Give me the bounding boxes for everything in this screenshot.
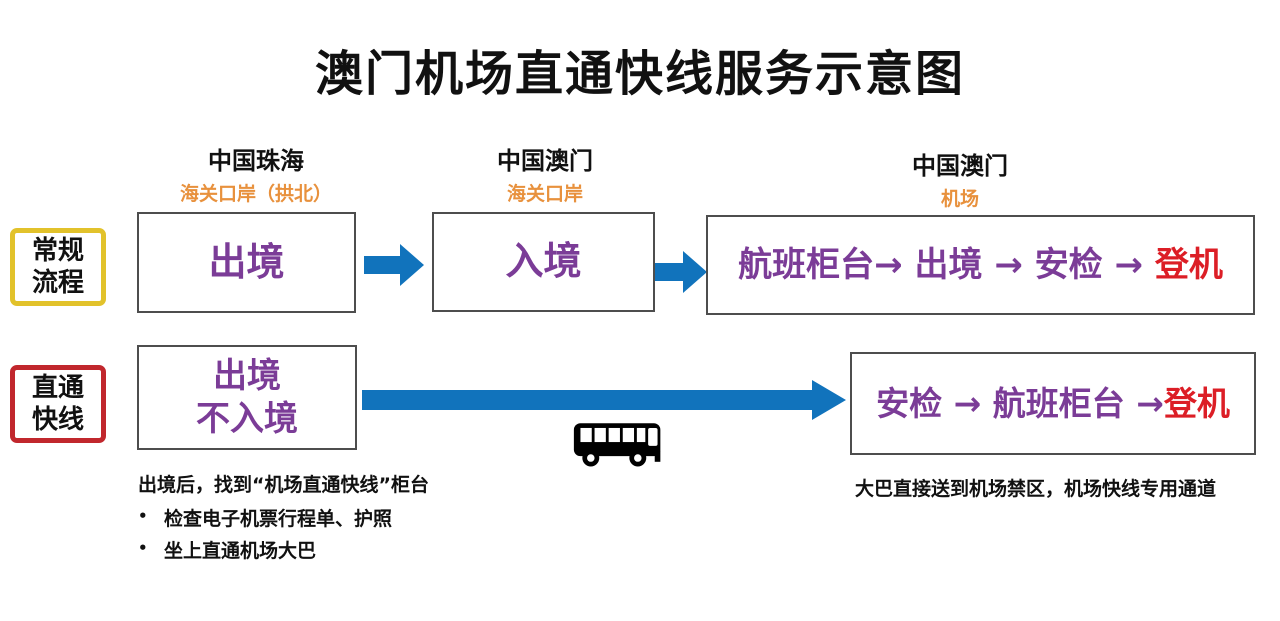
region-name: 中国珠海 [208,147,304,175]
note-bullet-item: • 坐上直通机场大巴 [138,536,429,563]
bus-icon [573,423,661,467]
checkpoint-name: 海关口岸 [506,183,583,206]
arrow-right-icon [655,251,707,293]
row-label-text: 直通 快线 [31,372,84,436]
notes-right: 大巴直接送到机场禁区，机场快线专用通道 [855,478,1217,500]
normal-airport-steps-box: 航班柜台→ 出境 → 安检 → 登机 [706,215,1255,315]
note-bullet-text: 坐上直通机场大巴 [164,540,317,562]
arrow-right-icon [364,244,424,286]
step-text: 安检 → 航班柜台 →登机 [876,383,1230,424]
step-text-red: 登机 [1154,244,1223,285]
row-label-normal-flow: 常规 流程 [10,228,106,306]
diagram-title: 澳门机场直通快线服务示意图 [314,46,965,102]
note-bullet-item: • 检查电子机票行程单、护照 [138,504,429,531]
column-header-zhuhai: 中国珠海 海关口岸（拱北） [116,148,396,206]
row-label-text: 常规 流程 [31,235,84,299]
column-header-macau-border: 中国澳门 海关口岸 [425,148,665,206]
express-airport-steps-box: 安检 → 航班柜台 →登机 [850,352,1256,455]
column-header-macau-airport: 中国澳门 机场 [840,153,1080,211]
step-text: 出境 不入境 [196,356,298,439]
express-exit-box: 出境 不入境 [137,345,357,450]
bullet-icon: • [138,539,148,557]
checkpoint-name: 海关口岸（拱北） [179,183,332,206]
normal-exit-box: 出境 [137,212,356,313]
region-name: 中国澳门 [497,147,593,175]
note-left-title: 出境后，找到“机场直通快线”柜台 [138,474,429,496]
checkpoint-name: 机场 [940,188,979,211]
long-arrow-right-icon [362,380,846,420]
bullet-icon: • [138,507,148,525]
note-bullet-text: 检查电子机票行程单、护照 [164,508,393,530]
row-label-express-flow: 直通 快线 [10,365,106,443]
step-text: 入境 [505,239,582,284]
step-text-purple: 安检 → 航班柜台 → [876,383,1164,423]
step-text: 出境 [208,239,285,284]
step-text: 航班柜台→ 出境 → 安检 → 登机 [738,244,1223,287]
step-text-purple: 航班柜台→ 出境 → 安检 → [738,244,1155,285]
normal-entry-box: 入境 [432,212,655,312]
notes-left: 出境后，找到“机场直通快线”柜台 • 检查电子机票行程单、护照 • 坐上直通机场… [138,470,429,563]
step-text-red: 登机 [1163,383,1230,423]
region-name: 中国澳门 [912,152,1008,180]
